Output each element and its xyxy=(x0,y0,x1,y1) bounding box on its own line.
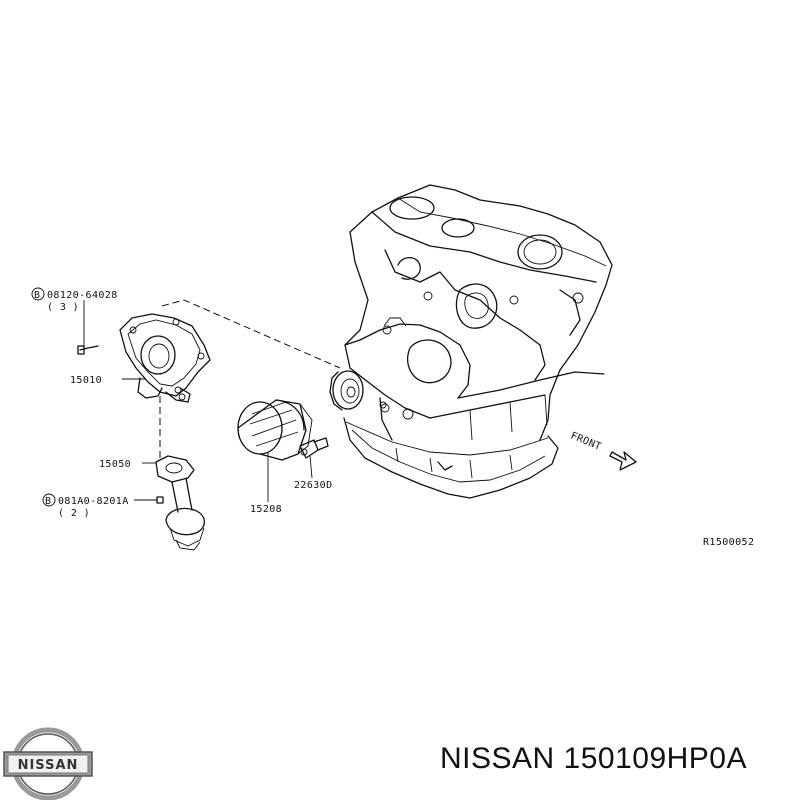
nissan-logo-text: NISSAN xyxy=(18,758,79,773)
front-direction-arrow xyxy=(609,451,637,471)
bolt-bottom xyxy=(134,496,164,504)
callout-oil-pump: 15010 xyxy=(70,375,102,386)
callout-oil-filter: 15208 xyxy=(250,504,282,515)
callout-front-label: FRONT xyxy=(569,431,603,453)
bolt-ref-circle-bottom xyxy=(42,493,56,507)
callout-strainer-gasket: 15050 xyxy=(99,459,131,470)
bolt-ref-letter-top: B xyxy=(34,290,40,301)
assembly-line-pump xyxy=(161,299,341,369)
callout-bolt-top-qty: ( 3 ) xyxy=(47,302,79,313)
oil-strainer xyxy=(142,455,205,551)
diagram-code: R1500052 xyxy=(703,537,754,548)
bolt-ref-circle-top xyxy=(31,287,45,301)
callout-bolt-bottom-number: 081A0-8201A xyxy=(58,496,129,507)
bolt-top xyxy=(77,300,99,355)
engine-block xyxy=(329,184,613,499)
callout-pressure-switch: 22630D xyxy=(294,480,333,491)
nissan-logo: NISSAN xyxy=(3,727,93,800)
oil-pump xyxy=(119,313,211,403)
oil-pressure-switch xyxy=(299,437,329,479)
part-title: NISSAN 150109HP0A xyxy=(440,742,748,775)
callout-bolt-top-number: 08120-64028 xyxy=(47,290,118,301)
callout-bolt-bottom-qty: ( 2 ) xyxy=(58,508,90,519)
oil-filter xyxy=(237,399,313,502)
bolt-ref-letter-bottom: B xyxy=(45,496,51,507)
